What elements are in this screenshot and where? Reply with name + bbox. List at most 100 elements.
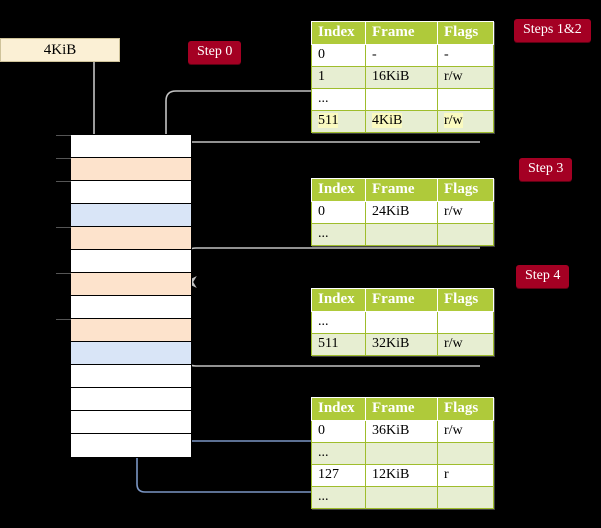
memory-tick-2	[56, 181, 71, 182]
column-header-index: Index	[311, 21, 366, 45]
cell-index: ...	[311, 223, 366, 246]
cell-text: 16KiB	[372, 69, 410, 84]
cell-text: ...	[318, 314, 329, 329]
cell-frame	[365, 311, 438, 334]
memory-frame-9	[71, 342, 191, 365]
column-header-frame: Frame	[365, 21, 438, 45]
cell-index: ...	[311, 88, 366, 111]
table-row: ...	[311, 442, 494, 465]
memory-frame-13	[71, 434, 191, 457]
memory-frame-2	[56, 181, 191, 204]
cell-frame	[365, 88, 438, 111]
cell-text: -	[444, 47, 449, 62]
table-row: 0 36KiB r/w	[311, 420, 494, 443]
cell-index: 1	[311, 66, 366, 89]
column-header-index: Index	[311, 397, 366, 421]
column-header-flags: Flags	[437, 21, 494, 45]
column-header-index: Index	[311, 178, 366, 202]
table-row: 1 16KiB r/w	[311, 66, 494, 89]
memory-tick-0	[56, 135, 71, 136]
cell-flags: r	[437, 464, 494, 487]
cell-index: 511	[311, 333, 366, 356]
cell-flags	[437, 88, 494, 111]
source-frame-label: 4KiB	[43, 41, 77, 58]
cell-index: ...	[311, 442, 366, 465]
cell-text: r/w	[444, 336, 463, 351]
memory-tick-6	[56, 273, 71, 274]
memory-frame-10	[71, 365, 191, 388]
cell-flags	[437, 223, 494, 246]
cell-index: 127	[311, 464, 366, 487]
column-header-flags: Flags	[437, 178, 494, 202]
cell-index: 511	[311, 110, 366, 133]
cell-frame: 32KiB	[365, 333, 438, 356]
cell-text: 36KiB	[372, 423, 410, 438]
cell-flags: r/w	[437, 420, 494, 443]
cell-frame: -	[365, 44, 438, 67]
column-header-frame: Frame	[365, 178, 438, 202]
cell-frame: 4KiB	[365, 110, 438, 133]
badge-step-4: Step 4	[516, 265, 570, 288]
memory-frame-0	[56, 135, 191, 158]
memory-frame-1	[56, 158, 191, 181]
memory-tick-4	[56, 227, 71, 228]
memory-frame-11	[71, 388, 191, 411]
cell-text: r/w	[444, 113, 463, 128]
cell-text: 511	[318, 113, 339, 128]
table-row: 127 12KiB r	[311, 464, 494, 487]
column-header-frame: Frame	[365, 397, 438, 421]
cell-frame	[365, 486, 438, 509]
column-header-flags: Flags	[437, 397, 494, 421]
cell-text: r	[444, 467, 449, 482]
cell-frame: 36KiB	[365, 420, 438, 443]
badge-step-0: Step 0	[188, 41, 242, 64]
badge-steps-1-2: Steps 1&2	[514, 19, 591, 42]
badge-step-3: Step 3	[519, 158, 573, 181]
table-row: ...	[311, 223, 494, 246]
cell-text: ...	[318, 226, 329, 241]
cell-index: ...	[311, 311, 366, 334]
memory-frame-12	[71, 411, 191, 434]
column-header-flags: Flags	[437, 288, 494, 312]
source-frame-box: 4KiB	[0, 38, 120, 62]
memory-frame-6	[56, 273, 191, 296]
cell-text: 511	[318, 336, 339, 351]
cell-text: r/w	[444, 204, 463, 219]
cell-text: 127	[318, 467, 339, 482]
cell-text: 0	[318, 47, 325, 62]
memory-frame-3	[71, 204, 191, 227]
cell-frame: 24KiB	[365, 201, 438, 224]
physical-memory-column	[56, 134, 192, 458]
memory-frame-4	[56, 227, 191, 250]
column-header-frame: Frame	[365, 288, 438, 312]
cell-text: 1	[318, 69, 325, 84]
memory-tick-1	[56, 158, 71, 159]
cell-index: 0	[311, 44, 366, 67]
cell-flags: r/w	[437, 333, 494, 356]
cell-text: r/w	[444, 423, 463, 438]
memory-frame-8	[56, 319, 191, 342]
cell-text: 0	[318, 423, 325, 438]
table-row: 0 --	[311, 44, 494, 67]
cell-flags	[437, 486, 494, 509]
cell-flags: r/w	[437, 66, 494, 89]
cell-flags: -	[437, 44, 494, 67]
table-row: ...	[311, 311, 494, 334]
cell-flags: r/w	[437, 110, 494, 133]
cell-text: 12KiB	[372, 467, 410, 482]
table-row: ...	[311, 486, 494, 509]
cell-flags	[437, 311, 494, 334]
cell-text: ...	[318, 91, 329, 106]
cell-frame	[365, 223, 438, 246]
memory-tick-8	[56, 319, 71, 320]
memory-frame-5	[71, 250, 191, 273]
cell-flags: r/w	[437, 201, 494, 224]
